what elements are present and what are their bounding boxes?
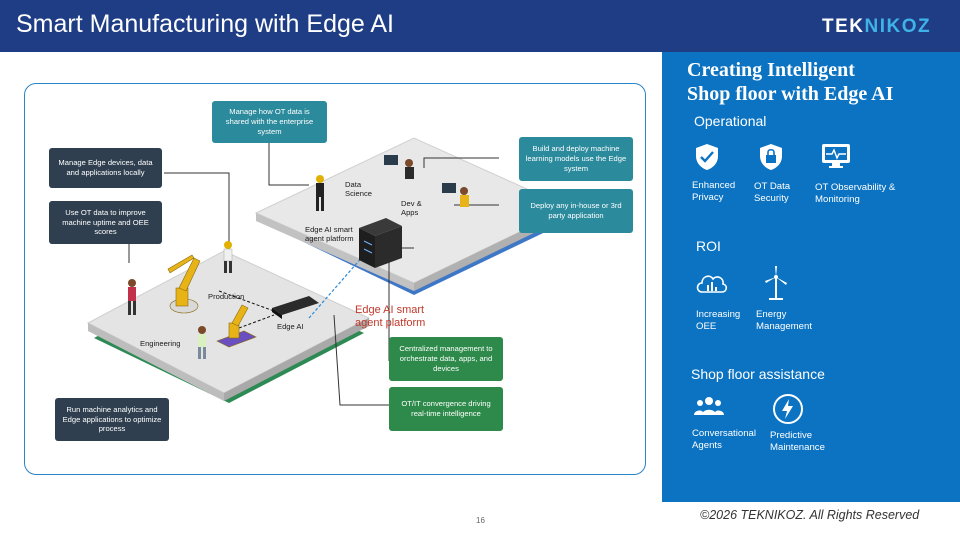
label-engineering: Engineering (140, 339, 181, 348)
callout-manage-edge-devices: Manage Edge devices, data and applicatio… (49, 148, 162, 188)
label-increasing-oee: Increasing OEE (696, 309, 741, 332)
label-ot-observability: OT Observability & Monitoring (815, 182, 896, 205)
label-edge-ai-platform: Edge AI smart agent platform (305, 225, 354, 244)
section-operational-title: Operational (694, 113, 767, 129)
lightning-circle-icon (773, 394, 803, 424)
robot-arm-icon (167, 254, 201, 314)
label-energy-management: Energy Management (756, 309, 812, 332)
label-production: Production (208, 292, 245, 301)
people-group-icon (694, 397, 724, 415)
label-ot-data-security: OT Data Security (754, 181, 791, 204)
factory-diagram (86, 137, 571, 406)
label-edge-ai: Edge AI (277, 322, 304, 331)
callout-manage-ot-data: Manage how OT data is shared with the en… (212, 101, 327, 143)
wind-turbine-icon (765, 266, 787, 300)
panel-heading: Creating Intelligent Shop floor with Edg… (687, 58, 893, 106)
logo-main-text: TEK (822, 16, 865, 37)
header-bar: Smart Manufacturing with Edge AI TEKNIKO… (0, 0, 960, 52)
cloud-chart-icon (696, 275, 728, 293)
page-number: 16 (476, 516, 485, 525)
panel-heading-line1: Creating Intelligent (687, 59, 855, 81)
factory-floor (86, 250, 371, 394)
worker-icons (128, 155, 469, 359)
callout-centralized-management: Centralized management to orchestrate da… (389, 337, 503, 381)
label-data-science: Data Science (345, 180, 373, 199)
edge-ai-device (272, 296, 319, 319)
diagram-frame (24, 83, 646, 475)
logo-accent-text: NIKOZ (864, 16, 932, 37)
section-shop-floor-title: Shop floor assistance (691, 366, 825, 382)
company-logo: TEKNIKOZ (822, 16, 931, 38)
shield-check-icon (696, 144, 718, 170)
label-edge-ai-smart-agent-platform: Edge AI smart agent platform (355, 304, 426, 330)
label-conversational-agents: Conversational Agents (692, 428, 756, 451)
slide-title: Smart Manufacturing with Edge AI (16, 10, 394, 38)
callout-use-ot-data: Use OT data to improve machine uptime an… (49, 201, 162, 244)
lock-shield-icon (760, 144, 782, 170)
callout-build-deploy-ml: Build and deploy machine learning models… (519, 137, 633, 181)
callout-ot-it-convergence: OT/IT convergence driving real-time inte… (389, 387, 503, 431)
server-rack-icon (359, 218, 402, 268)
panel-heading-line2: Shop floor with Edge AI (687, 83, 894, 105)
copyright-notice: ©2026 TEKNIKOZ. All Rights Reserved (700, 508, 920, 522)
callout-run-analytics: Run machine analytics and Edge applicati… (55, 398, 169, 441)
label-enhanced-privacy: Enhanced Privacy (692, 180, 736, 203)
monitor-pulse-icon (822, 144, 850, 168)
callout-deploy-any-app: Deploy any in-house or 3rd party applica… (519, 189, 633, 233)
label-predictive-maintenance: Predictive Maintenance (770, 430, 825, 453)
section-roi-title: ROI (696, 238, 721, 254)
label-dev-apps: Dev & Apps (401, 199, 422, 218)
robot-arm-small-icon (216, 304, 257, 348)
